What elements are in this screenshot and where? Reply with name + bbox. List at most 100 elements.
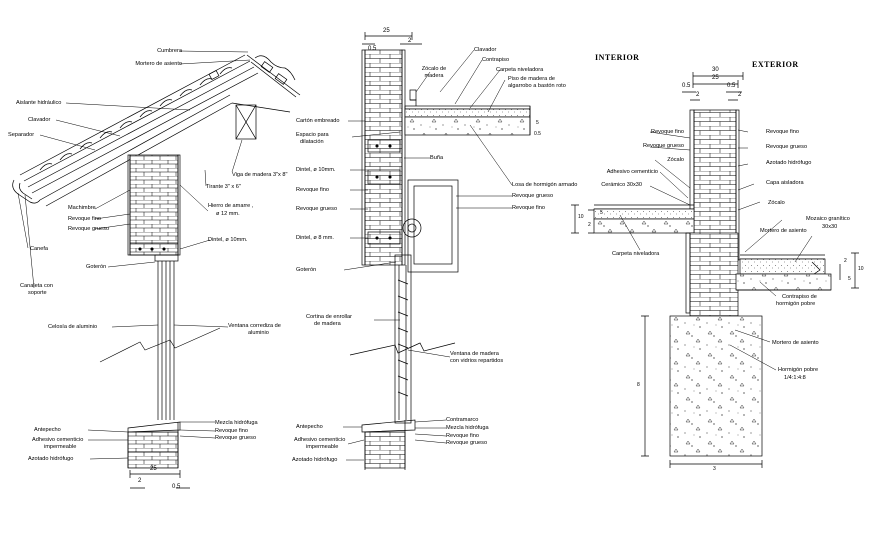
leaders-right <box>619 129 813 371</box>
label-piso-2: algarrobo a bastón roto <box>508 83 566 89</box>
label-mid-revgrueso-3: Revoque grueso <box>446 440 488 446</box>
label-r-ceramico: Cerámico 30x30 <box>601 182 642 188</box>
label-ventana-1: Ventana corrediza de <box>228 323 281 329</box>
label-r-revfino: Revoque fino <box>651 129 684 135</box>
dim-05: 0.5 <box>172 484 181 490</box>
floor-section <box>349 32 531 470</box>
right-dim-30: 30 <box>712 67 719 73</box>
right-dim-2c: 2 <box>588 222 591 228</box>
label-mid-dintel8: Dintel, ø 8 mm. <box>296 235 334 241</box>
right-dim-2d: 2 <box>844 258 847 264</box>
label-bunia: Buña <box>430 155 444 161</box>
label-carpeta: Carpeta niveladora <box>496 67 544 73</box>
right-dim-25: 25 <box>712 75 719 81</box>
label-azotado: Azotado hidrófugo <box>28 456 74 462</box>
header-interior: INTERIOR <box>595 53 640 62</box>
roof-section <box>12 54 301 489</box>
label-revfino: Revoque fino <box>68 216 101 222</box>
label-mid-antepecho: Antepecho <box>296 424 323 430</box>
label-adhesivo-1: Adhesivo cementicio <box>32 437 84 443</box>
label-clavador: Clavador <box>28 117 51 123</box>
label-mid-dintel: Dintel, ø 10mm. <box>296 167 336 173</box>
label-r-adhesivo: Adhesivo cementicio <box>606 169 658 175</box>
label-canaleta-1: Canaleta con <box>20 283 53 289</box>
mid-dim-top2: 0.5 <box>368 46 377 52</box>
label-mid-mezcla: Mezcla hidrófuga <box>446 425 489 431</box>
label-revgrueso-2: Revoque grueso <box>215 435 257 441</box>
label-r-revfino-ext: Revoque fino <box>766 129 799 135</box>
label-r-hormigon-2: 1/4:1:4:8 <box>784 375 806 381</box>
label-aislante: Aislante hidráulico <box>16 100 62 106</box>
label-mid-clavador: Clavador <box>474 47 497 53</box>
label-zocalo-2: madera <box>424 73 444 79</box>
label-r-mosaico-2: 30x30 <box>822 224 838 230</box>
label-cortina-1: Cortina de enrollar <box>306 314 353 320</box>
label-adhesivo-2: impermeable <box>44 444 77 450</box>
label-separador: Separador <box>8 132 35 138</box>
mid-dim-top: 25 <box>383 28 390 34</box>
right-dim-2a: 2 <box>696 92 700 98</box>
label-contramarco: Contramarco <box>446 417 479 423</box>
label-mid-revgrueso-2: Revoque grueso <box>512 193 554 199</box>
label-mid-adhesivo-1: Adhesivo cementicio <box>294 437 346 443</box>
label-r-revgrueso: Revoque grueso <box>642 143 684 149</box>
label-mid-revgrueso: Revoque grueso <box>296 206 338 212</box>
label-r-zocalo: Zócalo <box>667 157 684 163</box>
label-r-zocalo-ext: Zócalo <box>768 200 785 206</box>
label-espacio-2: dilatación <box>300 139 324 145</box>
label-revfino-2: Revoque fino <box>215 428 248 434</box>
dim-2: 2 <box>138 478 142 484</box>
right-dim-5b: 5 <box>848 276 851 282</box>
label-mezcla: Mezcla hidrófuga <box>215 420 258 426</box>
label-dintel: Dintel, ø 10mm. <box>208 237 248 243</box>
header-exterior: EXTERIOR <box>752 60 799 69</box>
label-piso-1: Piso de madera de <box>508 76 555 82</box>
label-mid-adhesivo-2: impermeable <box>306 444 339 450</box>
label-viga: Viga de madera 3"x 8" <box>232 172 288 178</box>
label-r-contrapiso-2: hormigón pobre <box>776 301 816 307</box>
label-hierro-2: ø 12 mm. <box>216 211 240 217</box>
label-revgrueso: Revoque grueso <box>68 226 110 232</box>
right-dim-3: 3 <box>713 466 716 472</box>
foundation-section <box>571 72 859 468</box>
label-espacio-1: Espacio para <box>296 132 329 138</box>
label-antepecho: Antepecho <box>34 427 61 433</box>
label-cumbrera: Cumbrera <box>157 48 182 54</box>
label-mid-ventana-2: con vidrios repartidos <box>450 358 504 364</box>
label-r-mortero-2: Mortero de asiento <box>772 340 819 346</box>
label-canefa: Canefa <box>30 246 49 252</box>
label-mid-revfino: Revoque fino <box>296 187 329 193</box>
label-r-azotado: Azotado hidrófugo <box>766 160 812 166</box>
leaders-left <box>17 50 251 460</box>
right-dim-10b: 10 <box>858 266 864 272</box>
right-dim-8: 8 <box>637 382 640 388</box>
right-dim-5a: 5 <box>600 210 603 216</box>
label-carton: Cartón embreado <box>296 118 340 124</box>
mid-dim-05b: 0.5 <box>534 131 541 137</box>
label-machimbre: Machimbre <box>68 205 96 211</box>
label-mid-ventana-1: Ventana de madera <box>450 351 499 357</box>
leaders-middle <box>343 49 513 461</box>
label-goteron: Goterón <box>86 264 107 270</box>
label-r-capa: Capa aisladora <box>766 180 804 186</box>
label-contrapiso: Contrapiso <box>482 57 510 63</box>
right-dim-10a: 10 <box>578 214 584 220</box>
label-r-mortero: Mortero de asiento <box>760 228 807 234</box>
label-r-hormigon-1: Hormigón pobre <box>778 367 819 373</box>
label-celosia: Celosía de aluminio <box>48 324 98 330</box>
label-tirante: Tirante 3" x 6" <box>206 184 241 190</box>
label-zocalo-1: Zócalo de <box>421 66 447 72</box>
label-r-revgrueso-ext: Revoque grueso <box>766 144 808 150</box>
dim-25: 25 <box>150 466 157 472</box>
label-canaleta-2: soporte <box>28 290 47 296</box>
label-mid-revfino-2: Revoque fino <box>512 205 545 211</box>
mid-dim-top3: 2 <box>408 38 412 44</box>
label-mid-revfino-3: Revoque fino <box>446 433 479 439</box>
label-r-contrapiso-1: Contrapiso de <box>782 294 817 300</box>
label-r-carpeta: Carpeta niveladora <box>612 251 660 257</box>
right-dim-05b: 0.5 <box>727 83 736 89</box>
right-dim-05a: 0.5 <box>682 83 691 89</box>
label-mid-azotado: Azotado hidrófugo <box>292 457 338 463</box>
